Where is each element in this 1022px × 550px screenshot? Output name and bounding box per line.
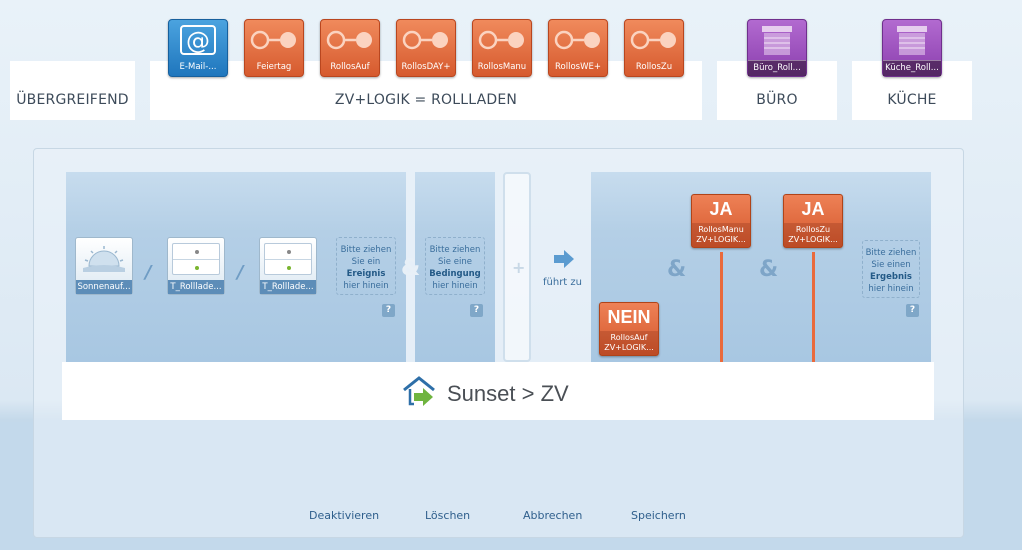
or-separator: /	[145, 262, 152, 283]
tile-label: Feiertag	[256, 62, 292, 72]
tile-rollosmanu[interactable]: RollosManu	[472, 19, 532, 77]
drop-text: Bitte ziehen	[429, 245, 481, 255]
logic-link-icon	[321, 20, 379, 60]
drop-text-strong: Bedingung	[429, 269, 481, 279]
event-switch-1[interactable]: T_Rolllade...	[167, 237, 225, 295]
help-icon[interactable]: ?	[382, 304, 395, 317]
help-icon[interactable]: ?	[470, 304, 483, 317]
sensor-label: Sonnenauf...	[76, 280, 132, 294]
tile-rollosauf[interactable]: RollosAuf	[320, 19, 380, 77]
cancel-button[interactable]: Abbrechen	[523, 509, 583, 522]
result-module: ZV+LOGIK...	[604, 343, 654, 352]
result-verdict: JA	[709, 199, 733, 219]
event-switch-2[interactable]: T_Rolllade...	[259, 237, 317, 295]
category-label: KÜCHE	[887, 92, 937, 108]
result-verdict: NEIN	[607, 307, 651, 327]
drop-text-strong: Ergebnis	[870, 272, 912, 282]
logic-link-icon	[473, 20, 531, 60]
tile-kueche-rollladen[interactable]: Küche_Roll...	[882, 19, 942, 77]
tile-label: RollosManu	[477, 62, 527, 72]
plus-icon: +	[512, 258, 526, 277]
svg-text:@: @	[186, 27, 210, 55]
drop-text: Sie einen	[871, 260, 911, 270]
result-connector-line	[812, 252, 815, 362]
result-name: RollosZu	[795, 225, 831, 234]
result-drop-zone[interactable]: Bitte ziehen Sie einen Ergebnis hier hin…	[862, 240, 920, 298]
rule-name-bar	[62, 362, 934, 420]
save-button[interactable]: Speichern	[631, 509, 686, 522]
and-connector: &	[759, 257, 779, 282]
rule-title[interactable]: Sunset > ZV	[447, 381, 569, 406]
drop-text: hier hinein	[432, 281, 478, 291]
drop-text: Bitte ziehen	[340, 245, 392, 255]
leads-to-label: führt zu	[543, 277, 582, 288]
condition-drop-zone[interactable]: Bitte ziehen Sie eine Bedingung hier hin…	[425, 237, 485, 295]
tile-rolloswe[interactable]: RollosWE+	[548, 19, 608, 77]
tile-label: RollosAuf	[330, 62, 370, 72]
or-separator: /	[237, 262, 244, 283]
add-slot[interactable]: +	[503, 172, 531, 362]
result-name: RollosManu	[698, 225, 744, 234]
and-connector: &	[667, 257, 687, 282]
tile-label: RollosDAY+	[401, 62, 451, 72]
result-name: RollosAuf	[610, 333, 648, 342]
switch-icon	[264, 243, 312, 275]
switch-icon	[172, 243, 220, 275]
help-icon[interactable]: ?	[906, 304, 919, 317]
drop-text: Bitte ziehen	[865, 248, 917, 258]
tile-label: Büro_Roll...	[748, 60, 806, 76]
arrow-right-icon	[554, 250, 574, 272]
condition-zone	[415, 172, 495, 362]
category-uebergreifend[interactable]: ÜBERGREIFEND	[10, 61, 135, 120]
category-label: ZV+LOGIK = ROLLLADEN	[334, 92, 518, 108]
drop-text: Sie ein	[351, 257, 381, 267]
tile-label: RollosWE+	[555, 62, 601, 72]
tile-label: E-Mail-...	[179, 62, 217, 72]
tile-label: RollosZu	[635, 62, 673, 72]
delete-button[interactable]: Löschen	[425, 509, 471, 522]
drop-text: hier hinein	[343, 281, 389, 291]
tile-email[interactable]: @ E-Mail-...	[168, 19, 228, 77]
sensor-label: T_Rolllade...	[168, 280, 224, 294]
category-label: ÜBERGREIFEND	[16, 92, 129, 108]
sunrise-icon	[81, 244, 127, 278]
tile-feiertag[interactable]: Feiertag	[244, 19, 304, 77]
and-connector: &	[401, 256, 421, 281]
shutter-icon	[883, 20, 941, 60]
logic-link-icon	[625, 20, 683, 60]
tile-rollosday[interactable]: RollosDAY+	[396, 19, 456, 77]
category-label: BÜRO	[756, 92, 798, 108]
sensor-label: T_Rolllade...	[260, 280, 316, 294]
home-arrow-icon	[402, 376, 438, 412]
result-module: ZV+LOGIK...	[696, 235, 746, 244]
result-connector-line	[720, 252, 723, 362]
shutter-icon	[748, 20, 806, 60]
tile-rolloszu[interactable]: RollosZu	[624, 19, 684, 77]
result-verdict: JA	[801, 199, 825, 219]
logic-link-icon	[397, 20, 455, 60]
result-module: ZV+LOGIK...	[788, 235, 838, 244]
drop-text: Sie eine	[438, 257, 472, 267]
logic-link-icon	[549, 20, 607, 60]
tile-buero-rollladen[interactable]: Büro_Roll...	[747, 19, 807, 77]
event-sunrise[interactable]: Sonnenauf...	[75, 237, 133, 295]
drop-text: hier hinein	[868, 284, 914, 294]
tile-label: Küche_Roll...	[883, 60, 941, 76]
event-drop-zone[interactable]: Bitte ziehen Sie ein Ereignis hier hinei…	[336, 237, 396, 295]
deactivate-button[interactable]: Deaktivieren	[309, 509, 380, 522]
drop-text-strong: Ereignis	[346, 269, 386, 279]
logic-link-icon	[245, 20, 303, 60]
email-at-icon: @	[169, 20, 227, 60]
